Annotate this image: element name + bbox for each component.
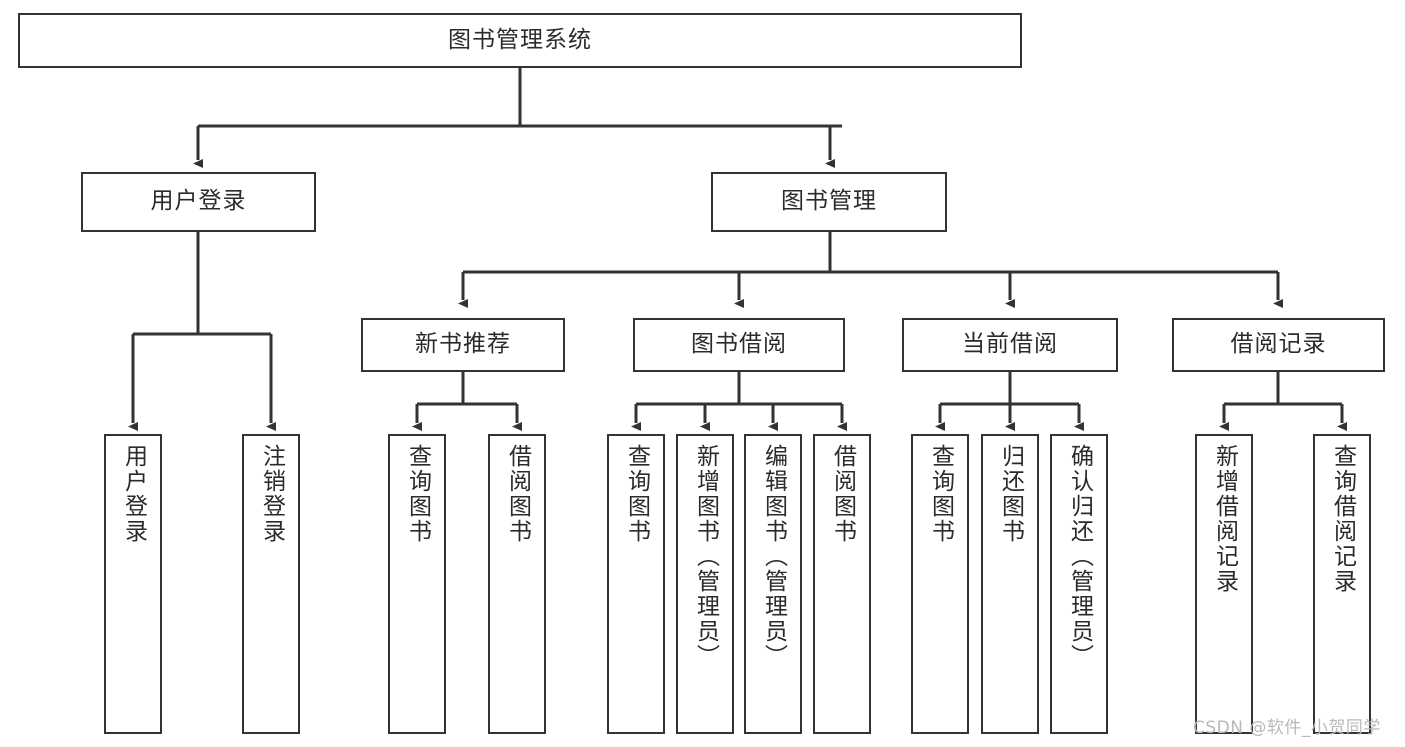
node-leaf-add-borrow-record[interactable]: 新增借阅记录: [1195, 434, 1253, 734]
node-leaf-borrow-books-recommend[interactable]: 借阅图书: [488, 434, 546, 734]
node-leaf-confirm-return-admin[interactable]: 确认归还（管理员）: [1050, 434, 1108, 734]
node-label: 图书管理系统: [448, 26, 592, 53]
node-label: 新书推荐: [415, 331, 511, 358]
node-leaf-query-books-borrow[interactable]: 查询图书: [607, 434, 665, 734]
node-label: 图书管理: [781, 188, 877, 215]
node-leaf-user-login[interactable]: 用户登录: [104, 434, 162, 734]
node-leaf-add-book-admin[interactable]: 新增图书（管理员）: [676, 434, 734, 734]
node-label: 查询图书: [927, 444, 954, 544]
node-book-borrow[interactable]: 图书借阅: [633, 318, 845, 372]
node-leaf-query-books-current[interactable]: 查询图书: [911, 434, 969, 734]
node-label: 借阅图书: [504, 444, 531, 544]
node-label: 查询借阅记录: [1329, 444, 1356, 594]
node-leaf-query-books-recommend[interactable]: 查询图书: [388, 434, 446, 734]
node-leaf-logout-login[interactable]: 注销登录: [242, 434, 300, 734]
node-label: 查询图书: [404, 444, 431, 544]
node-root-book-management-system[interactable]: 图书管理系统: [18, 13, 1022, 68]
node-label: 编辑图书（管理员）: [760, 444, 787, 669]
node-user-login[interactable]: 用户登录: [81, 172, 316, 232]
node-label: 当前借阅: [962, 331, 1058, 358]
node-book-management[interactable]: 图书管理: [711, 172, 947, 232]
node-borrow-record[interactable]: 借阅记录: [1172, 318, 1385, 372]
node-label: 图书借阅: [691, 331, 787, 358]
node-label: 用户登录: [120, 444, 147, 544]
node-label: 新增借阅记录: [1211, 444, 1238, 594]
node-label: 注销登录: [258, 444, 285, 544]
node-label: 确认归还（管理员）: [1066, 444, 1093, 669]
node-current-borrow[interactable]: 当前借阅: [902, 318, 1118, 372]
node-label: 新增图书（管理员）: [692, 444, 719, 669]
node-leaf-query-borrow-record[interactable]: 查询借阅记录: [1313, 434, 1371, 734]
node-label: 用户登录: [150, 188, 247, 215]
node-label: 查询图书: [623, 444, 650, 544]
node-leaf-borrow-books[interactable]: 借阅图书: [813, 434, 871, 734]
node-leaf-edit-book-admin[interactable]: 编辑图书（管理员）: [744, 434, 802, 734]
node-new-book-recommend[interactable]: 新书推荐: [361, 318, 565, 372]
node-label: 借阅图书: [829, 444, 856, 544]
node-label: 借阅记录: [1230, 331, 1327, 358]
node-label: 归还图书: [997, 444, 1024, 544]
node-leaf-return-books[interactable]: 归还图书: [981, 434, 1039, 734]
